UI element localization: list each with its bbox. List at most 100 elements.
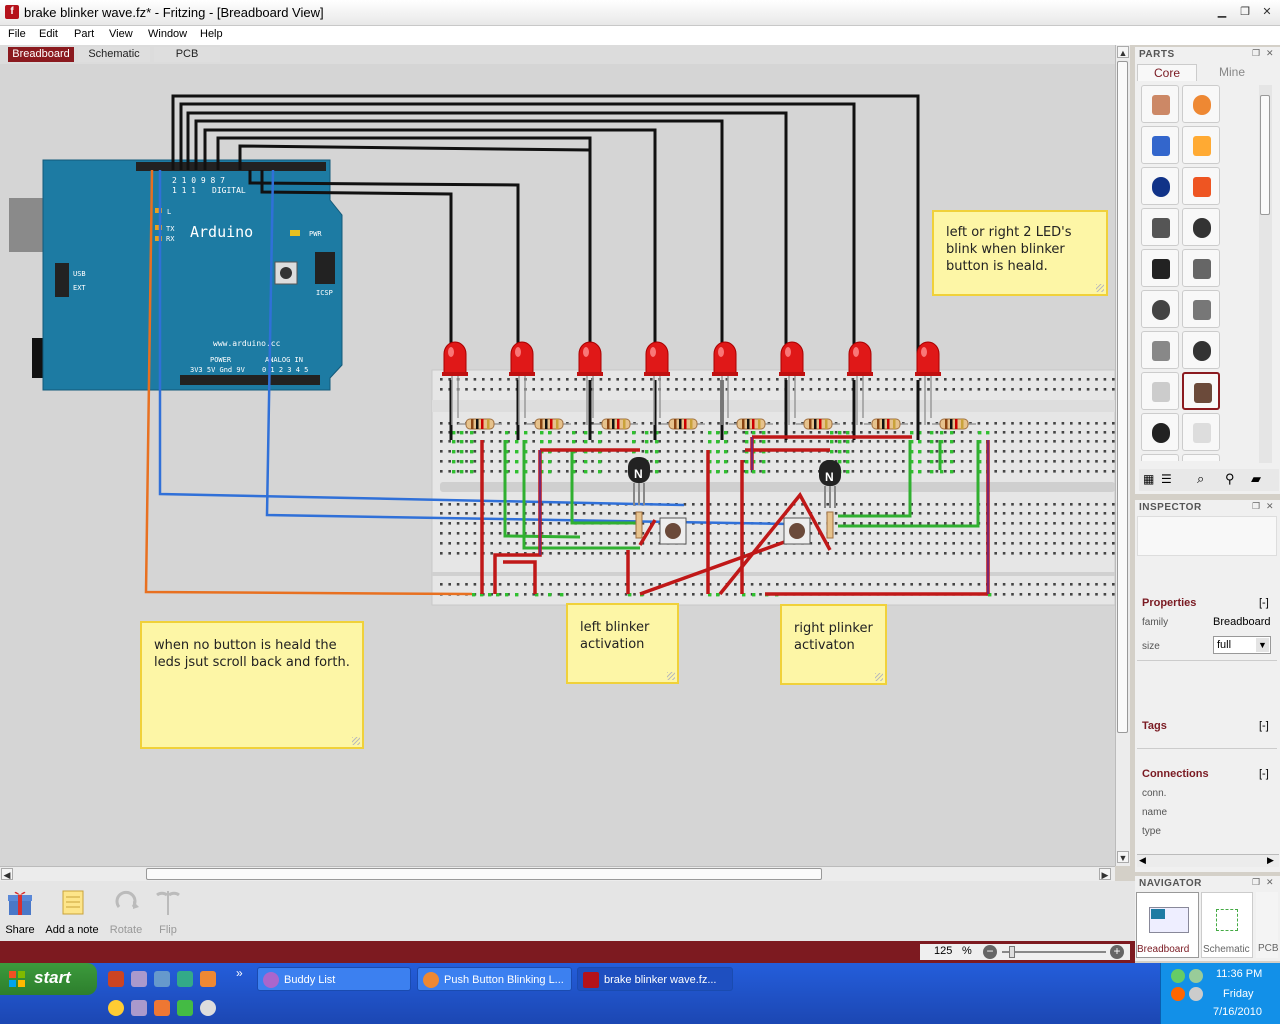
- tab-breadboard[interactable]: Breadboard: [8, 47, 74, 62]
- refresh-icon[interactable]: [177, 1000, 193, 1016]
- bin-menu-icon[interactable]: ⚲: [1225, 471, 1235, 486]
- flame-icon[interactable]: [1171, 987, 1185, 1001]
- note-scroll-description[interactable]: when no button is heald the leds jsut sc…: [140, 621, 364, 749]
- note-right-blinker[interactable]: right plinker activaton: [780, 604, 887, 685]
- canvas-vertical-scrollbar[interactable]: ▲ ▼: [1115, 45, 1130, 866]
- zoom-slider-handle[interactable]: [1009, 946, 1015, 958]
- folder-menu-icon[interactable]: ▰: [1251, 471, 1261, 486]
- part-switch-icon[interactable]: [1182, 331, 1220, 369]
- resistors[interactable]: [458, 418, 976, 430]
- tab-pcb[interactable]: PCB: [154, 47, 220, 62]
- menu-edit[interactable]: Edit: [39, 28, 58, 40]
- zoom-slider-track[interactable]: [1002, 951, 1106, 953]
- part-resistor-icon[interactable]: [1141, 85, 1179, 123]
- scroll-thumb[interactable]: [146, 868, 822, 880]
- part-led-icon[interactable]: [1141, 454, 1179, 461]
- transistor-left[interactable]: N: [628, 457, 650, 505]
- tab-schematic[interactable]: Schematic: [78, 47, 150, 62]
- black-wires[interactable]: [171, 94, 920, 440]
- orange-wire[interactable]: [144, 169, 473, 596]
- menu-window[interactable]: Window: [148, 28, 188, 40]
- start-button[interactable]: start: [0, 963, 97, 995]
- connections-collapse[interactable]: [-]: [1259, 768, 1269, 780]
- part-capacitor-ceramic-icon[interactable]: [1141, 126, 1179, 164]
- minimize-icon[interactable]: ▁: [1217, 6, 1227, 18]
- blue-wire-left[interactable]: [158, 170, 685, 507]
- messenger-icon[interactable]: [1171, 969, 1185, 983]
- arduino-board[interactable]: Arduino www.arduino.cc 2 1 0 9 8 7 1 1 1…: [9, 159, 343, 391]
- task-fritzing[interactable]: brake blinker wave.fz...: [577, 967, 733, 991]
- pushbutton-left[interactable]: [659, 517, 687, 545]
- navigator-pcb[interactable]: PCB: [1256, 892, 1278, 958]
- icon-view-icon[interactable]: ▦: [1143, 472, 1155, 486]
- resize-grip[interactable]: [1096, 284, 1104, 292]
- leds[interactable]: [442, 341, 941, 425]
- zoom-out-icon[interactable]: −: [983, 945, 997, 959]
- properties-heading[interactable]: Properties: [1142, 597, 1197, 609]
- notepad-icon[interactable]: [131, 971, 147, 987]
- part-toggle-switch-icon[interactable]: [1141, 413, 1179, 451]
- resize-grip[interactable]: [875, 673, 883, 681]
- scroll-right-icon[interactable]: ▶: [1099, 868, 1111, 880]
- inspector-scrollbar[interactable]: ◀ ▶: [1137, 854, 1279, 867]
- task-buddy-list[interactable]: Buddy List: [257, 967, 411, 991]
- chevron-down-icon[interactable]: ▼: [1256, 638, 1269, 652]
- part-mosfet-icon[interactable]: [1182, 249, 1220, 287]
- resize-grip[interactable]: [667, 672, 675, 680]
- note-blinker-description[interactable]: left or right 2 LED's blink when blinker…: [932, 210, 1108, 296]
- list-view-icon[interactable]: ☰: [1161, 472, 1172, 486]
- part-electrolytic-capacitor-icon[interactable]: [1141, 167, 1179, 205]
- part-crystal-icon[interactable]: [1141, 372, 1179, 410]
- part-diode-icon[interactable]: [1141, 208, 1179, 246]
- parts-scrollbar[interactable]: [1259, 85, 1272, 463]
- base-resistor-left[interactable]: [635, 511, 643, 539]
- tags-collapse[interactable]: [-]: [1259, 720, 1269, 732]
- menu-part[interactable]: Part: [74, 28, 95, 40]
- task-push-button[interactable]: Push Button Blinking L...: [417, 967, 572, 991]
- connections-heading[interactable]: Connections: [1142, 768, 1209, 780]
- transistor-right[interactable]: N: [819, 460, 841, 508]
- add-note-button[interactable]: Add a note: [43, 885, 101, 936]
- network-status-icon[interactable]: [1189, 969, 1203, 983]
- blue-wire-right[interactable]: [265, 169, 791, 526]
- cd-icon[interactable]: [200, 1000, 216, 1016]
- base-resistor-right[interactable]: [826, 511, 834, 539]
- zoom-value[interactable]: 125: [934, 945, 953, 957]
- fire-icon[interactable]: [154, 1000, 170, 1016]
- scroll-thumb[interactable]: [1117, 61, 1128, 733]
- tab-mine[interactable]: Mine: [1218, 65, 1245, 79]
- resize-grip[interactable]: [352, 737, 360, 745]
- float-icon[interactable]: ❐: [1252, 48, 1261, 58]
- breadboard-canvas[interactable]: Arduino www.arduino.cc 2 1 0 9 8 7 1 1 1…: [0, 64, 1115, 866]
- search-icon[interactable]: ⌕: [1197, 471, 1205, 486]
- part-inductor-icon[interactable]: [1182, 167, 1220, 205]
- media-player-icon[interactable]: [108, 1000, 124, 1016]
- part-pushbutton-icon[interactable]: [1182, 372, 1220, 410]
- firefox-icon[interactable]: [200, 971, 216, 987]
- share-button[interactable]: Share: [0, 885, 49, 936]
- size-select[interactable]: full ▼: [1213, 636, 1271, 654]
- navigator-breadboard[interactable]: Breadboard: [1136, 892, 1199, 958]
- tags-heading[interactable]: Tags: [1142, 720, 1167, 732]
- float-icon[interactable]: ❐: [1252, 877, 1261, 887]
- flip-button[interactable]: Flip: [139, 885, 197, 936]
- restore-icon[interactable]: ❐: [1240, 6, 1250, 18]
- note-left-blinker[interactable]: left blinker activation: [566, 603, 679, 684]
- pushbutton-right[interactable]: [783, 517, 811, 545]
- float-icon[interactable]: ❐: [1252, 501, 1261, 511]
- quick-launch-more-icon[interactable]: »: [236, 966, 243, 980]
- close-icon[interactable]: ✕: [1266, 501, 1274, 511]
- ie-icon[interactable]: [177, 971, 193, 987]
- part-capacitor-tantalum-icon[interactable]: [1182, 126, 1220, 164]
- part-tilt-switch-icon[interactable]: [1182, 413, 1220, 451]
- network-icon[interactable]: [154, 971, 170, 987]
- part-photocell-icon[interactable]: [1182, 85, 1220, 123]
- part-p-transistor-icon[interactable]: [1182, 208, 1220, 246]
- scroll-left-icon[interactable]: ◀: [1139, 855, 1146, 865]
- menu-view[interactable]: View: [109, 28, 133, 40]
- close-icon[interactable]: ✕: [1266, 48, 1274, 58]
- zoom-in-icon[interactable]: +: [1110, 945, 1124, 959]
- rotate-button[interactable]: Rotate: [97, 885, 155, 936]
- part-slide-potentiometer-icon[interactable]: [1182, 290, 1220, 328]
- canvas-horizontal-scrollbar[interactable]: ◀ ▶: [0, 866, 1115, 881]
